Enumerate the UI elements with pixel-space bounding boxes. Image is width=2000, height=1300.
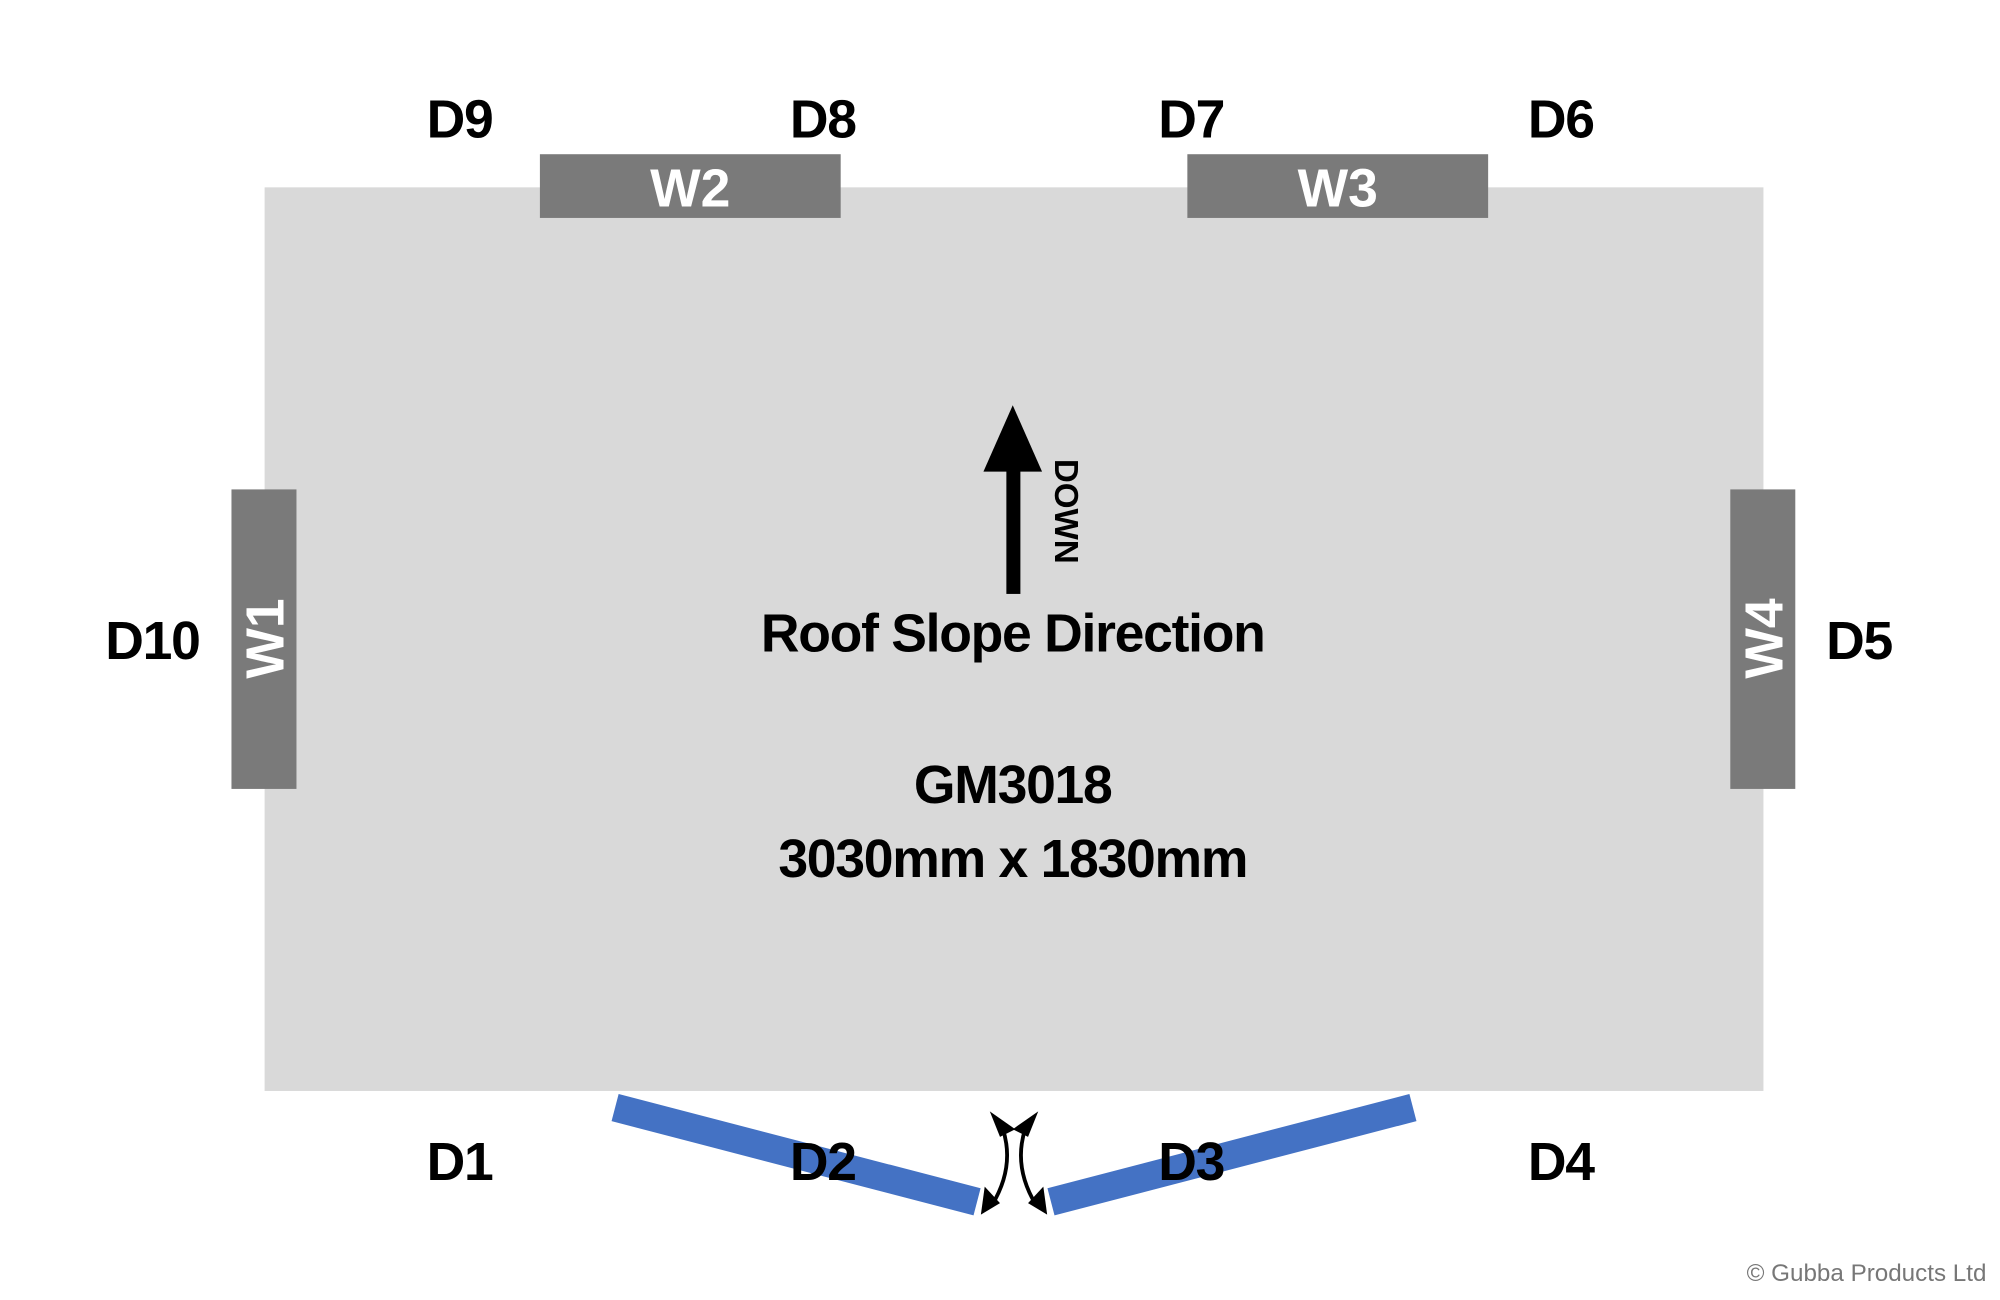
window-w4 [1730,489,1796,789]
door-position-d8: D8 [790,91,856,150]
dimensions-label: 3030mm x 1830mm [778,830,1247,889]
door-position-d9: D9 [427,91,493,150]
building-floor [264,187,1764,1091]
copyright-notice: © Gubba Products Ltd [1747,1260,1987,1287]
model-label: GM3018 [914,756,1112,815]
door-position-d7: D7 [1158,91,1224,150]
door-position-d6: D6 [1528,91,1594,150]
door-position-d3: D3 [1158,1133,1224,1192]
window-w1 [231,489,297,789]
door-leaf-right [1047,1093,1417,1216]
window-w2-label: W2 [650,159,730,218]
door-position-d2: D2 [790,1133,856,1192]
roof-slope-label: Roof Slope Direction [761,604,1265,663]
door-position-d1: D1 [427,1133,493,1192]
door-position-d4: D4 [1528,1133,1595,1192]
window-w3-label: W3 [1298,159,1378,218]
window-w1-label: W1 [237,598,296,678]
window-w4-label: W4 [1736,598,1795,679]
slope-arrow-icon [983,405,1043,594]
door-swing-arrows-icon [980,1111,1048,1215]
window-w2 [539,154,841,218]
door-leaf-left [611,1093,981,1216]
door-position-d5: D5 [1826,612,1892,671]
slope-down-label: DOWN [1047,459,1084,564]
door-position-d10: D10 [105,612,199,671]
window-w3 [1187,154,1489,218]
